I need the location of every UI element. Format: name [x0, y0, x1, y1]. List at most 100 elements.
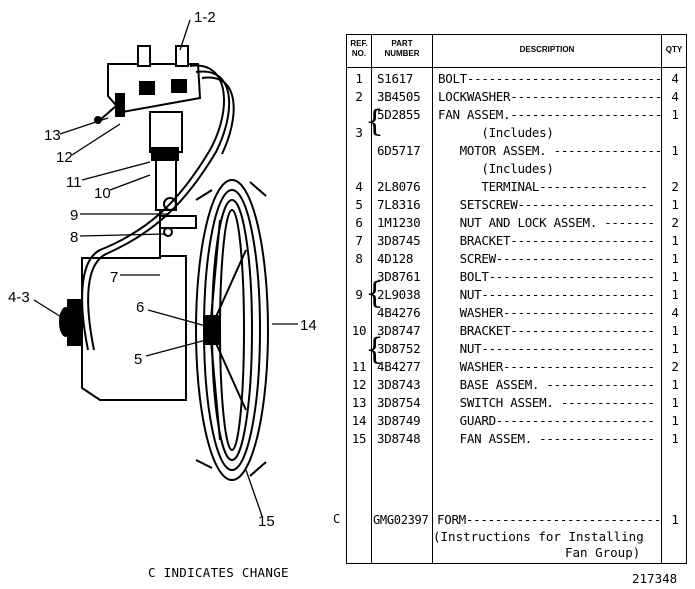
brace-ref-3: {	[365, 104, 385, 139]
row-quantity: 1	[671, 323, 679, 338]
row-description: SETSCREW-------------------	[438, 197, 655, 212]
row-description: (Includes)	[438, 125, 554, 140]
row-description: NUT AND LOCK ASSEM. -------	[438, 215, 655, 230]
row-quantity: 1	[671, 413, 679, 428]
row-part-number: 2L8076	[377, 179, 421, 194]
row-description: BOLT---------------------------	[438, 71, 662, 86]
row-description: FAN ASSEM.----------------------	[438, 107, 663, 122]
callout-9: 9	[70, 207, 78, 224]
row-description: SCREW----------------------	[438, 251, 655, 266]
table-row: 3D8752 NUT------------------------1	[347, 340, 688, 358]
callout-4-3: 4-3	[8, 289, 30, 306]
row-part-number: 3D8754	[377, 395, 421, 410]
illustration-number: 217348	[632, 571, 678, 586]
row-part-number: 3D8761	[377, 269, 421, 284]
form-description: FORM----------------------------	[437, 512, 662, 527]
row-ref-number: 5	[355, 197, 363, 212]
row-ref-number: 9	[355, 287, 363, 302]
row-description: MOTOR ASSEM. ---------------	[438, 143, 663, 158]
row-description: SWITCH ASSEM. -------------	[438, 395, 655, 410]
table-row: (Includes)	[347, 160, 688, 178]
row-part-number: 3D8749	[377, 413, 421, 428]
row-description: FAN ASSEM. ----------------	[438, 431, 655, 446]
fan-group-illustration: 1-2 13 12 11 10 9 8 7 4-3 6 5 14 15	[8, 9, 317, 530]
row-ref-number: 7	[355, 233, 363, 248]
row-description: WASHER---------------------	[438, 359, 655, 374]
row-quantity: 1	[671, 287, 679, 302]
row-description: LOCKWASHER----------------------	[438, 89, 663, 104]
row-part-number: 3D8748	[377, 431, 421, 446]
row-ref-number: 11	[351, 359, 367, 374]
row-quantity: 4	[671, 71, 679, 86]
table-row: 3 (Includes)	[347, 124, 688, 142]
row-ref-number: 4	[355, 179, 363, 194]
table-row: 6D5717 MOTOR ASSEM. --------------- 1	[347, 142, 688, 160]
row-ref-number: 2	[355, 89, 363, 104]
table-row: 8 4D128 SCREW---------------------- 1	[347, 250, 688, 268]
callout-14: 14	[300, 317, 317, 334]
callout-13: 13	[44, 127, 61, 144]
brace-ref-9: {	[365, 276, 385, 311]
header-ref: REF.NO.	[350, 39, 368, 58]
row-description: BASE ASSEM. ---------------	[438, 377, 655, 392]
form-qty: 1	[671, 512, 679, 527]
header-qty: QTY	[665, 45, 683, 54]
row-part-number: 4B4276	[377, 305, 421, 320]
row-ref-number: 13	[351, 395, 367, 410]
callout-1-2: 1-2	[194, 9, 216, 26]
row-description: WASHER---------------------	[438, 305, 655, 320]
form-row: GMG02397 FORM---------------------------…	[347, 511, 688, 529]
row-description: TERMINAL---------------	[438, 179, 648, 194]
row-part-number: 3D8745	[377, 233, 421, 248]
header-description: DESCRIPTION	[519, 45, 575, 54]
row-part-number: 3B4505	[377, 89, 421, 104]
row-part-number: 5D2855	[377, 107, 421, 122]
row-ref-number: 8	[355, 251, 363, 266]
row-quantity: 1	[671, 251, 679, 266]
row-quantity: 4	[671, 305, 679, 320]
form-part-number: GMG02397	[373, 513, 429, 527]
callout-12: 12	[56, 149, 73, 166]
row-part-number: 3D8747	[377, 323, 421, 338]
callout-10: 10	[94, 185, 111, 202]
row-ref-number: 6	[355, 215, 363, 230]
callout-8: 8	[70, 229, 78, 246]
row-description: NUT------------------------	[438, 341, 655, 356]
row-quantity: 1	[671, 269, 679, 284]
row-ref-number: 15	[351, 431, 367, 446]
row-quantity: 2	[671, 179, 679, 194]
change-note: C INDICATES CHANGE	[148, 565, 289, 580]
row-quantity: 1	[671, 395, 679, 410]
row-part-number: 4D128	[377, 251, 414, 266]
brace-ref-11: {	[365, 332, 385, 367]
table-row: 13 3D8754 SWITCH ASSEM. ------------- 1	[347, 394, 688, 412]
callout-6: 6	[136, 299, 144, 316]
callout-15: 15	[258, 513, 275, 530]
form-note-line1: (Instructions for Installing	[433, 529, 644, 544]
form-note-line2: Fan Group)	[565, 545, 641, 560]
row-quantity: 2	[671, 215, 679, 230]
row-part-number: 6D5717	[377, 143, 421, 158]
table-row: 11 4B4277 WASHER--------------------- 2	[347, 358, 688, 376]
row-part-number: 1M1230	[377, 215, 421, 230]
change-mark: C	[333, 512, 341, 526]
row-quantity: 2	[671, 359, 679, 374]
row-part-number: 4B4277	[377, 359, 421, 374]
row-part-number: S1617	[377, 71, 414, 86]
row-quantity: 1	[671, 233, 679, 248]
row-part-number: 3D8743	[377, 377, 421, 392]
row-quantity: 1	[671, 143, 679, 158]
row-ref-number: 3	[355, 125, 363, 140]
table-row: 4B4276 WASHER--------------------- 4	[347, 304, 688, 322]
